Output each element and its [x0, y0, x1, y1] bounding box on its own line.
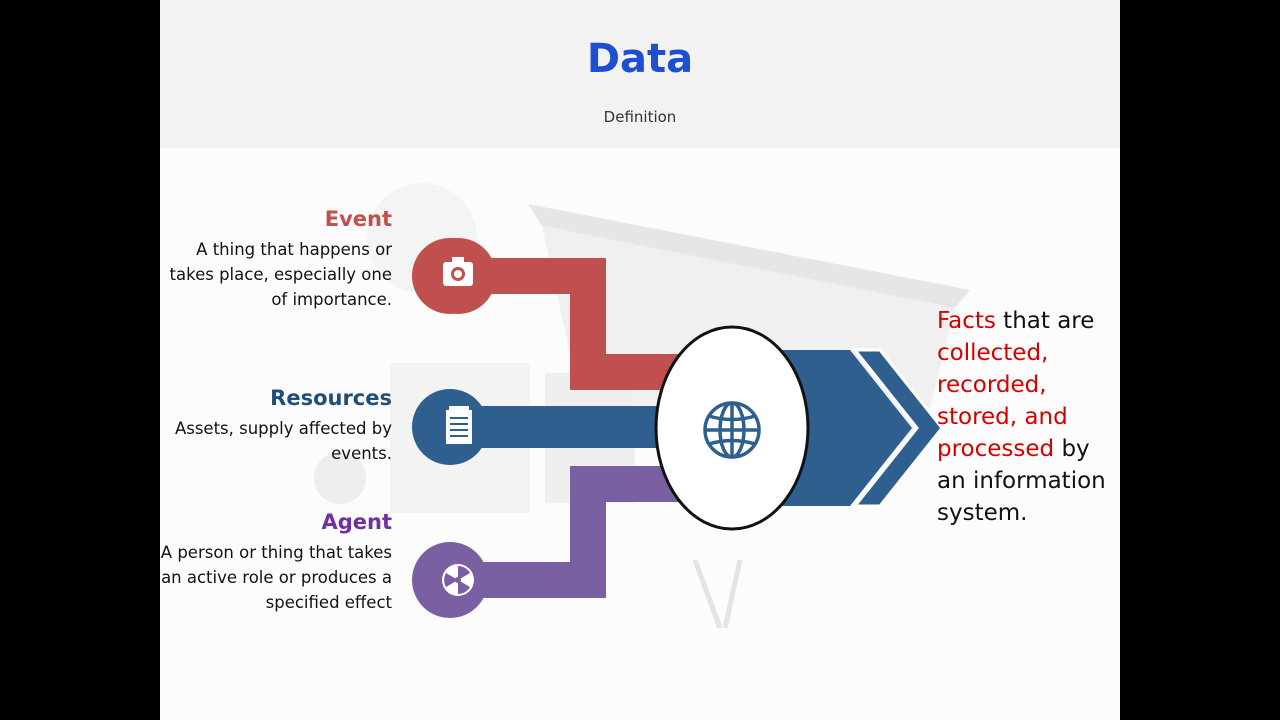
notepad-icon [446, 406, 472, 444]
radiation-icon [442, 564, 474, 596]
item-event-description: A thing that happens or takes place, esp… [169, 240, 392, 309]
item-agent-description: A person or thing that takes an active r… [160, 543, 392, 612]
agent-node [412, 542, 488, 618]
globe-icon [703, 401, 761, 459]
flow-diagram [412, 238, 944, 618]
item-agent: Agent A person or thing that takes an ac… [160, 510, 392, 615]
item-event: Event A thing that happens or takes plac… [160, 207, 392, 312]
item-agent-heading: Agent [321, 510, 392, 534]
output-arrow [780, 350, 912, 506]
center-node [654, 325, 810, 531]
slide: Data Definition Event A thing that happe… [160, 0, 1120, 720]
event-connector [450, 258, 720, 390]
summary-text: Facts that are collected, recorded, stor… [937, 305, 1107, 529]
page-title: Data [586, 36, 694, 82]
resources-node [412, 389, 488, 465]
item-resources-description: Assets, supply affected by events. [174, 419, 392, 463]
item-resources-heading: Resources [270, 386, 392, 410]
summary-actions: collected, recorded, stored, and process… [937, 340, 1068, 462]
page-subtitle: Definition [603, 108, 677, 126]
item-resources: Resources Assets, supply affected by eve… [160, 386, 392, 466]
header-band: Data Definition [160, 0, 1120, 148]
output-arrow-chevron [851, 348, 944, 508]
agent-connector [450, 466, 720, 598]
summary-facts: Facts [937, 308, 996, 334]
camera-icon [443, 257, 473, 286]
event-node [412, 238, 496, 314]
item-event-heading: Event [324, 207, 392, 231]
summary-that-are: that are [995, 308, 1095, 334]
summary-by-system: by an information system. [937, 436, 1106, 526]
